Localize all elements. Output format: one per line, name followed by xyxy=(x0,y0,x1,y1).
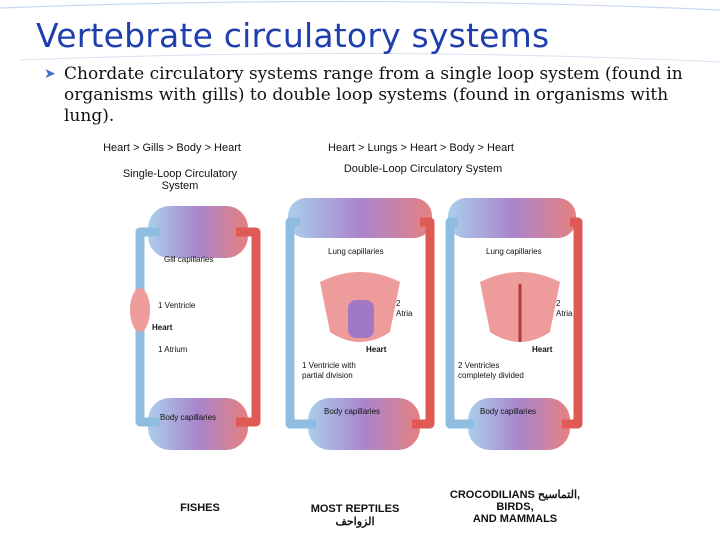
single-loop-header: Single-Loop Circulatory System xyxy=(122,168,238,192)
lung-capillaries-network-mammal xyxy=(448,198,576,238)
label-most-reptiles: MOST REPTILES الزواحف xyxy=(310,503,400,528)
label-ventricles-divided-1: 2 Ventricles xyxy=(458,361,499,370)
single-loop-flow: Heart > Gills > Body > Heart xyxy=(103,142,241,154)
circulatory-diagram: Gill capillaries 1 Ventricle Heart 1 Atr… xyxy=(130,198,583,450)
double-loop-flow: Heart > Lungs > Heart > Body > Heart xyxy=(328,142,514,154)
vessel-blue-reptile xyxy=(285,217,316,429)
label-body-capillaries-reptile: Body capillaries xyxy=(324,407,380,416)
vessel-red-reptile xyxy=(412,217,435,429)
label-2-mammal: 2 xyxy=(556,299,561,308)
body-capillaries-network-mammal xyxy=(468,398,570,450)
bullet-point: ➤ Chordate circulatory systems range fro… xyxy=(44,64,684,127)
label-fishes: FISHES xyxy=(180,502,220,514)
label-heart-reptile: Heart xyxy=(366,345,387,354)
vessel-red-mammal xyxy=(562,217,583,429)
label-lung-capillaries-reptile: Lung capillaries xyxy=(328,247,384,256)
label-gill-capillaries: Gill capillaries xyxy=(164,255,213,264)
reptile-ventricle xyxy=(348,300,374,338)
bullet-text: Chordate circulatory systems range from … xyxy=(64,64,683,126)
label-lung-capillaries-mammal: Lung capillaries xyxy=(486,247,542,256)
vessel-blue-mammal xyxy=(445,217,474,429)
label-atria-mammal: Atria xyxy=(556,309,573,318)
label-ventricle-partial-2: partial division xyxy=(302,371,353,380)
mammal-diagram: Lung capillaries 2 Atria Heart 2 Ventric… xyxy=(445,198,583,450)
label-atria-reptile: Atria xyxy=(396,309,413,318)
vessel-red-single xyxy=(236,227,261,427)
fish-heart xyxy=(130,288,150,332)
label-ventricle-partial-1: 1 Ventricle with xyxy=(302,361,356,370)
lung-capillaries-network-reptile xyxy=(288,198,432,238)
single-loop-diagram: Gill capillaries 1 Ventricle Heart 1 Atr… xyxy=(130,206,261,450)
label-2-reptile: 2 xyxy=(396,299,401,308)
double-loop-header: Double-Loop Circulatory System xyxy=(343,163,503,175)
label-atrium: 1 Atrium xyxy=(158,345,188,354)
slide-title: Vertebrate circulatory systems xyxy=(36,16,550,55)
body-capillaries-network-single xyxy=(148,398,248,450)
label-heart-single: Heart xyxy=(152,323,173,332)
label-ventricles-divided-2: completely divided xyxy=(458,371,524,380)
reptile-diagram: Lung capillaries 2 Atria Heart 1 Ventric… xyxy=(285,198,435,450)
label-body-capillaries-mammal: Body capillaries xyxy=(480,407,536,416)
label-ventricle: 1 Ventricle xyxy=(158,301,196,310)
label-body-capillaries-single: Body capillaries xyxy=(160,413,216,422)
body-capillaries-network-reptile xyxy=(308,398,420,450)
label-crocodilians-birds-mammals: CROCODILIANS التماسيح, BIRDS, AND MAMMAL… xyxy=(449,489,581,525)
title-decoration xyxy=(0,0,720,63)
label-heart-mammal: Heart xyxy=(532,345,553,354)
gill-capillaries-network xyxy=(148,206,248,258)
bullet-arrow-icon: ➤ xyxy=(44,66,56,82)
